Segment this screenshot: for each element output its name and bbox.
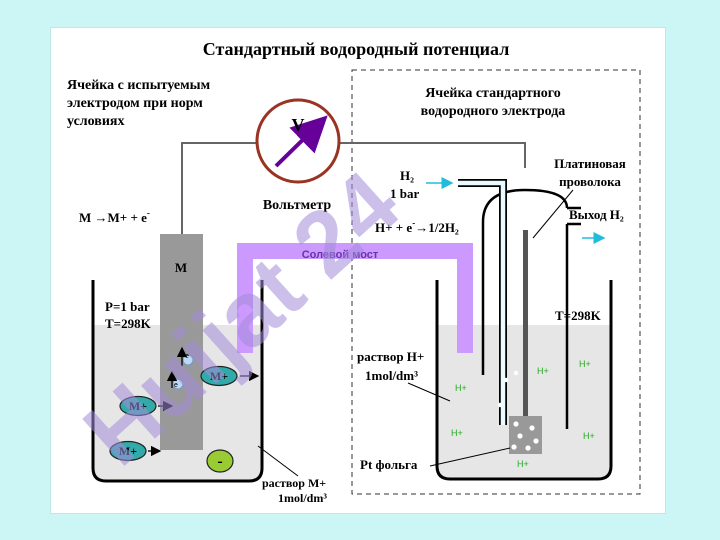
solution-m-line-2: 1mol/dm³	[278, 491, 327, 505]
h2-in-pressure: 1 bar	[390, 186, 419, 201]
left-temperature: T=298K	[105, 316, 152, 331]
voltmeter-dial	[255, 98, 341, 184]
electrode-label: M	[175, 260, 187, 275]
she-dashed-box	[351, 69, 641, 495]
h-ion: H+	[451, 428, 463, 438]
platinum-wire	[523, 230, 528, 418]
diagram-title: Стандартный водородный потенциал	[203, 39, 510, 59]
solution-m-pointer	[257, 445, 299, 477]
h-ion: H+	[583, 431, 595, 441]
h2-in-label: H₂	[400, 168, 414, 183]
left-heading-line-2: электродом при норм	[67, 96, 203, 111]
h-ions: H+ H+ H+ H+ H+ H+	[451, 359, 595, 469]
h2-out-label: Выход H₂	[569, 207, 624, 222]
solution-m-line-1: раствор M+	[262, 476, 326, 490]
left-heading-line-1: Ячейка с испытуемым	[67, 78, 211, 93]
left-beaker	[91, 280, 264, 483]
h2-outlet	[567, 206, 581, 226]
pt-wire-label-1: Платиновая	[554, 156, 626, 171]
h2-bell	[481, 188, 569, 375]
anion-label: -	[217, 453, 222, 470]
salt-bridge-label: Солевой мост	[302, 249, 379, 261]
ion-label-3: M+	[119, 444, 137, 458]
wire-right	[338, 142, 526, 168]
pt-wire-pointer	[532, 189, 574, 239]
electron-label-2: e	[174, 382, 178, 389]
right-beaker	[435, 280, 613, 481]
h-ion: H+	[455, 383, 467, 393]
ion-m-plus-3	[109, 440, 147, 462]
voltmeter-symbol: V	[292, 115, 305, 135]
electron-label-1: e	[185, 353, 189, 360]
h2-inlet-tube	[458, 180, 506, 425]
solution-h-line-2: 1mol/dm³	[365, 368, 418, 383]
left-reaction: M →M+ + e-	[79, 208, 150, 225]
left-heading-line-3: условиях	[67, 114, 125, 129]
pt-foil-pointer	[429, 447, 511, 467]
right-heading-line-1: Ячейка стандартного	[425, 86, 561, 101]
h2-bubbles	[497, 370, 539, 451]
pt-wire-label-2: проволока	[559, 174, 621, 189]
electron-2	[172, 378, 184, 390]
salt-bridge	[237, 243, 473, 353]
ion-m-plus-1	[200, 365, 238, 387]
h-ion: H+	[579, 359, 591, 369]
h-ion: H+	[517, 459, 529, 469]
ion-label-1: M+	[210, 369, 228, 383]
wire-left	[181, 142, 258, 234]
right-heading-line-2: водородного электрода	[421, 104, 566, 119]
right-temperature: T=298K	[555, 308, 602, 323]
voltmeter-label: Вольтметр	[263, 198, 332, 213]
ion-m-plus-2	[119, 395, 157, 417]
right-reaction: H+ + e-→1/2H₂	[375, 218, 459, 235]
anion	[206, 449, 234, 473]
left-pressure: P=1 bar	[105, 299, 150, 314]
h-ion: H+	[537, 366, 549, 376]
solution-h-line-1: раствор H+	[357, 349, 424, 364]
voltmeter-needle	[274, 115, 328, 168]
metal-electrode	[160, 234, 203, 450]
ion-label-2: M+	[129, 399, 147, 413]
pt-foil-label: Pt фольга	[360, 457, 418, 472]
solution-h-pointer	[407, 382, 451, 402]
electron-1	[182, 354, 194, 366]
